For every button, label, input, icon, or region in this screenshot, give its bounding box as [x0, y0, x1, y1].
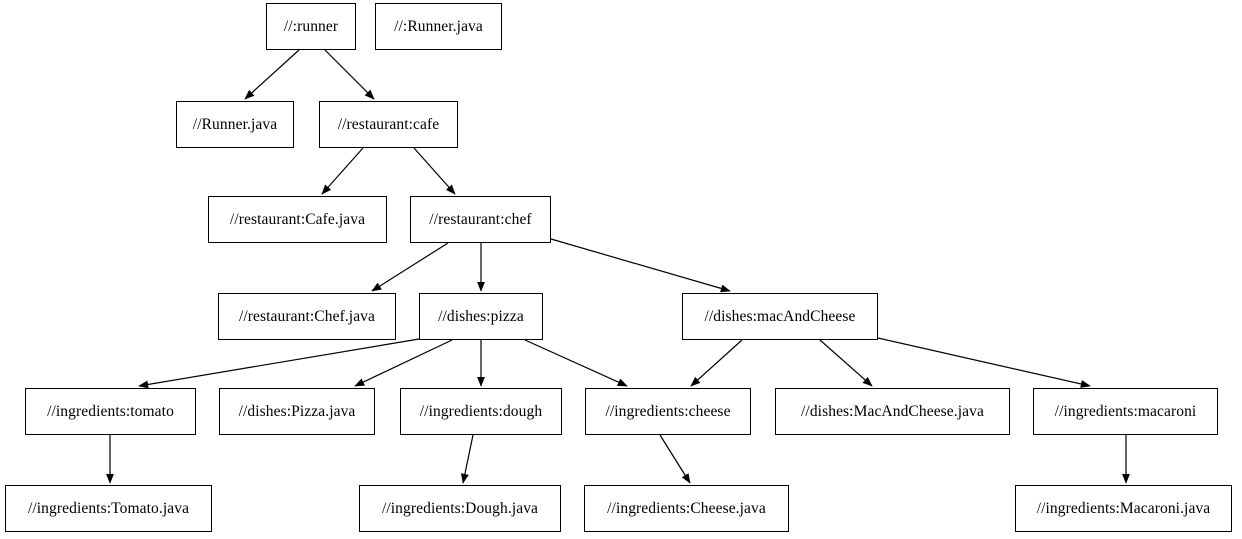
- graph-node-label: //restaurant:chef: [429, 210, 532, 228]
- graph-node-dishes_pizza[interactable]: //dishes:pizza: [419, 293, 543, 340]
- graph-node-label: //ingredients:Macaroni.java: [1036, 499, 1211, 517]
- graph-node-label: //ingredients:Tomato.java: [27, 499, 190, 517]
- graph-node-ingredients_macaroni[interactable]: //ingredients:macaroni: [1033, 388, 1218, 435]
- graph-node-ingredients_tomato[interactable]: //ingredients:tomato: [25, 388, 196, 435]
- graph-node-ingredients_dough_java[interactable]: //ingredients:Dough.java: [359, 485, 561, 532]
- graph-node-label: //ingredients:tomato: [47, 402, 174, 420]
- graph-edge-restaurant_chef-to-dishes_macandcheese: [550, 238, 731, 293]
- graph-edge-dishes_macandcheese-to-ingredients_cheese: [690, 339, 743, 387]
- graph-edge-restaurant_chef-to-restaurant_chef_java: [371, 242, 449, 292]
- graph-node-dishes_pizza_java[interactable]: //dishes:Pizza.java: [219, 388, 375, 435]
- graph-edge-dishes_pizza-to-ingredients_tomato: [138, 338, 420, 389]
- graph-node-label: //restaurant:cafe: [337, 115, 440, 133]
- graph-node-label: //ingredients:dough: [419, 402, 543, 420]
- graph-edge-runner-to-runner_java: [244, 49, 300, 100]
- graph-edge-restaurant_cafe-to-restaurant_chef: [413, 147, 456, 195]
- graph-edge-ingredients_cheese-to-ingredients_cheese_java: [659, 434, 691, 484]
- graph-node-label: //dishes:MacAndCheese.java: [801, 402, 984, 420]
- graph-edge-dishes_macandcheese-to-dishes_macandcheese_java: [819, 339, 873, 387]
- graph-node-dishes_macandcheese_java[interactable]: //dishes:MacAndCheese.java: [775, 388, 1010, 435]
- graph-edge-restaurant_cafe-to-restaurant_cafe_java: [321, 147, 364, 195]
- graph-node-ingredients_cheese_java[interactable]: //ingredients:Cheese.java: [584, 485, 789, 532]
- graph-node-label: //ingredients:macaroni: [1054, 402, 1197, 420]
- graph-node-label: //dishes:macAndCheese: [704, 307, 856, 325]
- graph-node-runner_java_root[interactable]: //:Runner.java: [375, 3, 502, 50]
- graph-node-ingredients_tomato_java[interactable]: //ingredients:Tomato.java: [5, 485, 212, 532]
- graph-node-restaurant_chef[interactable]: //restaurant:chef: [410, 196, 551, 243]
- graph-node-label: //ingredients:cheese: [605, 402, 731, 420]
- graph-edge-dishes_pizza-to-dishes_pizza_java: [354, 339, 453, 387]
- graph-edge-dishes_pizza-to-ingredients_cheese: [524, 339, 628, 387]
- graph-node-ingredients_cheese[interactable]: //ingredients:cheese: [585, 388, 751, 435]
- graph-node-restaurant_cafe_java[interactable]: //restaurant:Cafe.java: [208, 196, 387, 243]
- graph-node-ingredients_dough[interactable]: //ingredients:dough: [400, 388, 562, 435]
- graph-node-runner_java[interactable]: //Runner.java: [176, 101, 294, 148]
- graph-edge-ingredients_dough-to-ingredients_dough_java: [460, 434, 474, 484]
- graph-node-restaurant_chef_java[interactable]: //restaurant:Chef.java: [218, 293, 396, 340]
- graph-node-label: //:Runner.java: [394, 17, 483, 35]
- graph-node-label: //restaurant:Chef.java: [238, 307, 376, 325]
- graph-node-label: //ingredients:Cheese.java: [607, 499, 766, 517]
- graph-node-label: //dishes:Pizza.java: [238, 402, 356, 420]
- graph-node-label: //ingredients:Dough.java: [381, 499, 539, 517]
- graph-node-runner[interactable]: //:runner: [266, 3, 356, 50]
- graph-node-ingredients_macaroni_java[interactable]: //ingredients:Macaroni.java: [1015, 485, 1232, 532]
- graph-node-dishes_macandcheese[interactable]: //dishes:macAndCheese: [682, 293, 878, 340]
- graph-node-restaurant_cafe[interactable]: //restaurant:cafe: [319, 101, 458, 148]
- graph-node-label: //restaurant:Cafe.java: [229, 210, 366, 228]
- graph-node-label: //Runner.java: [192, 115, 278, 133]
- graph-node-label: //dishes:pizza: [438, 307, 524, 325]
- graph-edge-dishes_macandcheese-to-ingredients_macaroni: [877, 337, 1091, 388]
- graph-node-label: //:runner: [283, 17, 339, 35]
- graph-edge-runner-to-restaurant_cafe: [324, 49, 375, 100]
